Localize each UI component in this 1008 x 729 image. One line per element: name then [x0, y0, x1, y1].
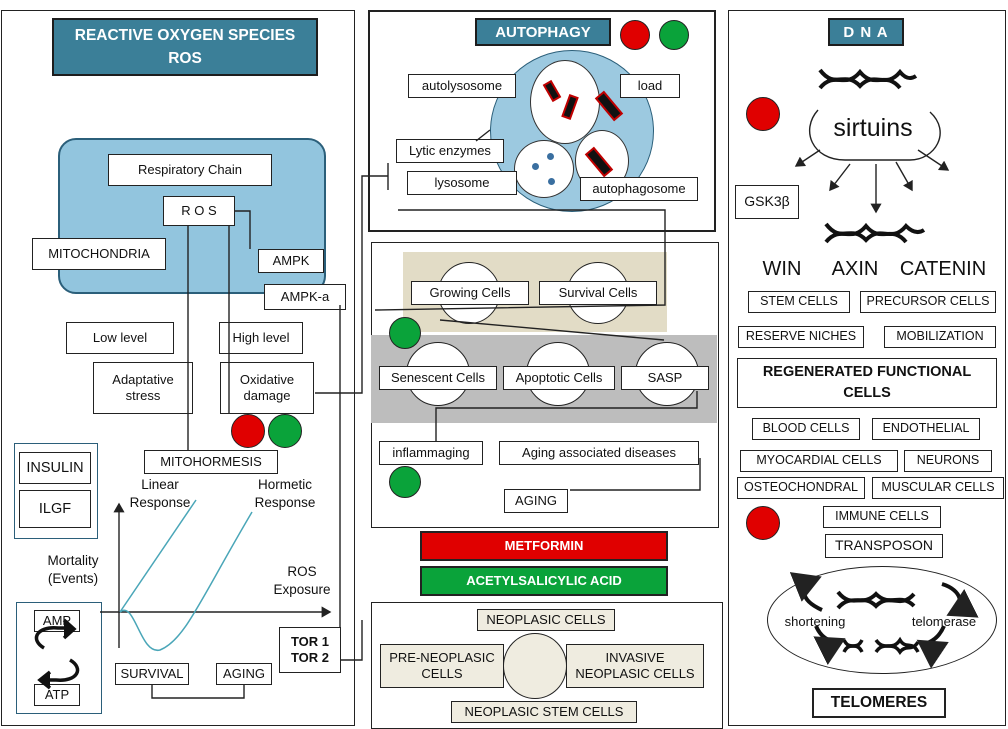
dna-red-indicator	[746, 97, 780, 131]
mortality-label: Mortality (Events)	[47, 553, 99, 586]
gsk3b-box: GSK3β	[735, 185, 799, 219]
immune-red-indicator	[746, 506, 780, 540]
aging-diseases-box: Aging associated diseases	[499, 441, 699, 465]
amp-atp-container	[16, 602, 102, 714]
oxidative-damage-box: Oxidative damage	[220, 362, 314, 414]
neurons-box: NEURONS	[904, 450, 992, 472]
sasp-box: SASP	[621, 366, 709, 390]
high-level-box: High level	[219, 322, 303, 354]
win-label: WIN	[762, 258, 802, 280]
ros-exposure-label: ROS Exposure	[273, 564, 331, 597]
ampk-box: AMPK	[258, 249, 324, 273]
immune-cells-box: IMMUNE CELLS	[823, 506, 941, 528]
senescent-cells-box: Senescent Cells	[379, 366, 497, 390]
aging-box-mid: AGING	[504, 489, 568, 513]
catenin-label: CATENIN	[899, 258, 987, 280]
cells-green-indicator	[389, 317, 421, 349]
telomerase-label: telomerase	[911, 614, 977, 629]
autophagy-red-indicator	[620, 20, 650, 50]
low-level-box: Low level	[66, 322, 174, 354]
red-indicator	[231, 414, 265, 448]
enzyme-dot	[532, 163, 539, 170]
endothelial-box: ENDOTHELIAL	[872, 418, 980, 440]
green-indicator	[268, 414, 302, 448]
neoplastic-circle	[503, 633, 567, 699]
shortening-label: shortening	[784, 614, 846, 629]
apoptotic-cells-box: Apoptotic Cells	[503, 366, 615, 390]
autolysosome-vesicle	[530, 60, 600, 144]
blood-cells-box: BLOOD CELLS	[752, 418, 860, 440]
neoplastic-stem-box: NEOPLASIC STEM CELLS	[451, 701, 637, 723]
autophagosome-box: autophagosome	[580, 177, 698, 201]
precursor-cells-box: PRECURSOR CELLS	[860, 291, 996, 313]
mitohormesis-box: MITOHORMESIS	[144, 450, 278, 474]
aging-box-left: AGING	[216, 663, 272, 685]
mitochondria-label: MITOCHONDRIA	[32, 238, 166, 270]
ilgf-box: ILGF	[19, 490, 91, 528]
ros-box: R O S	[163, 196, 235, 226]
stem-cells-box: STEM CELLS	[748, 291, 850, 313]
adaptative-stress-box: Adaptative stress	[93, 362, 193, 414]
enzyme-dot	[548, 178, 555, 185]
regenerated-cells-box: REGENERATED FUNCTIONAL CELLS	[737, 358, 997, 408]
survival-cells-box: Survival Cells	[539, 281, 657, 305]
transposon-box: TRANSPOSON	[825, 534, 943, 558]
osteochondral-box: OSTEOCHONDRAL	[737, 477, 865, 499]
autophagy-green-indicator	[659, 20, 689, 50]
inflammaging-green-indicator	[389, 466, 421, 498]
insulin-box: INSULIN	[19, 452, 91, 484]
tor-box: TOR 1 TOR 2	[279, 627, 341, 673]
ampk-a-box: AMPK-a	[264, 284, 346, 310]
autophagy-title: AUTOPHAGY	[475, 18, 611, 46]
metformin-bar: METFORMIN	[420, 531, 668, 561]
enzyme-dot	[547, 153, 554, 160]
telomere-ellipse	[767, 566, 997, 674]
insulin-container	[14, 443, 98, 539]
dna-title: D N A	[828, 18, 904, 46]
ros-title: REACTIVE OXYGEN SPECIES ROS	[52, 18, 318, 76]
linear-response-label: Linear Response	[129, 477, 191, 510]
acetylsalicylic-bar: ACETYLSALICYLIC ACID	[420, 566, 668, 596]
axin-label: AXIN	[831, 258, 879, 280]
amp-box: AMP	[34, 610, 80, 632]
load-box: load	[620, 74, 680, 98]
neoplastic-cells-box: NEOPLASIC CELLS	[477, 609, 615, 631]
lytic-enzymes-box: Lytic enzymes	[396, 139, 504, 163]
invasive-neoplastic-box: INVASIVE NEOPLASIC CELLS	[566, 644, 704, 688]
respiratory-chain-box: Respiratory Chain	[108, 154, 272, 186]
survival-box: SURVIVAL	[115, 663, 189, 685]
myocardial-cells-box: MYOCARDIAL CELLS	[740, 450, 898, 472]
growing-cells-box: Growing Cells	[411, 281, 529, 305]
hormetic-response-label: Hormetic Response	[254, 477, 316, 510]
pre-neoplastic-box: PRE-NEOPLASIC CELLS	[380, 644, 504, 688]
muscular-cells-box: MUSCULAR CELLS	[872, 477, 1004, 499]
mobilization-box: MOBILIZATION	[884, 326, 996, 348]
atp-box: ATP	[34, 684, 80, 706]
telomeres-box: TELOMERES	[812, 688, 946, 718]
lysosome-box: lysosome	[407, 171, 517, 195]
inflammaging-box: inflammaging	[379, 441, 483, 465]
sirtuins-label: sirtuins	[833, 114, 913, 142]
lysosome-vesicle	[514, 140, 574, 198]
autolysosome-box: autolysosome	[408, 74, 516, 98]
reserve-niches-box: RESERVE NICHES	[738, 326, 864, 348]
